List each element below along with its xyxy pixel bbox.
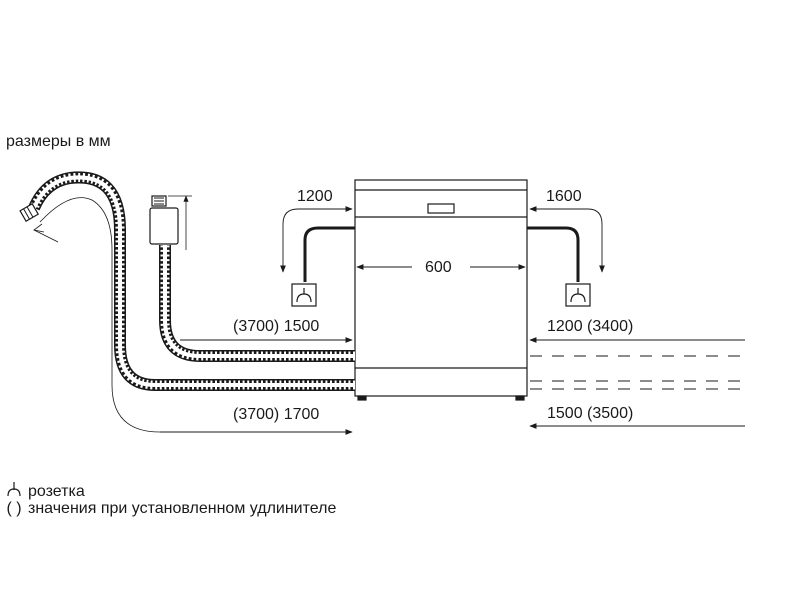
hose-reach-arc (39, 197, 352, 433)
socket-symbol-icon (6, 481, 22, 502)
dim-left-lower: (3700) 1700 (233, 406, 320, 423)
drain-hose-icon (149, 195, 355, 362)
hose-icon (19, 171, 355, 391)
hose-connector-icon (19, 202, 40, 223)
dim-right-upper: 1200 (3400) (547, 318, 634, 335)
hose-reach-arrow-start (33, 229, 59, 243)
dishwasher-foot-right (515, 395, 525, 401)
dishwasher-body (354, 179, 528, 397)
legend-socket: розетка (6, 481, 85, 502)
socket-icon (291, 283, 317, 307)
legend-brackets-label: значения при установленном удлинителе (28, 500, 337, 517)
legend-brackets: ( ) значения при установленном удлинител… (6, 500, 336, 518)
dim-width: 600 (423, 259, 454, 277)
dishwasher-foot-left (357, 395, 367, 401)
power-cables (303, 226, 580, 282)
legend-socket-label: розетка (28, 482, 85, 500)
dim-right-lower: 1500 (3500) (547, 405, 634, 422)
socket-icon (565, 283, 591, 307)
dishwasher (354, 179, 528, 401)
brackets-symbol: ( ) (6, 500, 22, 517)
dimension-lines (160, 206, 745, 435)
units-note: размеры в мм (6, 133, 111, 150)
dim-right-drop: 1600 (546, 188, 582, 205)
dim-left-drop: 1200 (297, 188, 333, 205)
extension-dashes (530, 355, 745, 390)
dim-left-upper: (3700) 1500 (233, 318, 320, 335)
dishwasher-control-panel (427, 203, 455, 214)
